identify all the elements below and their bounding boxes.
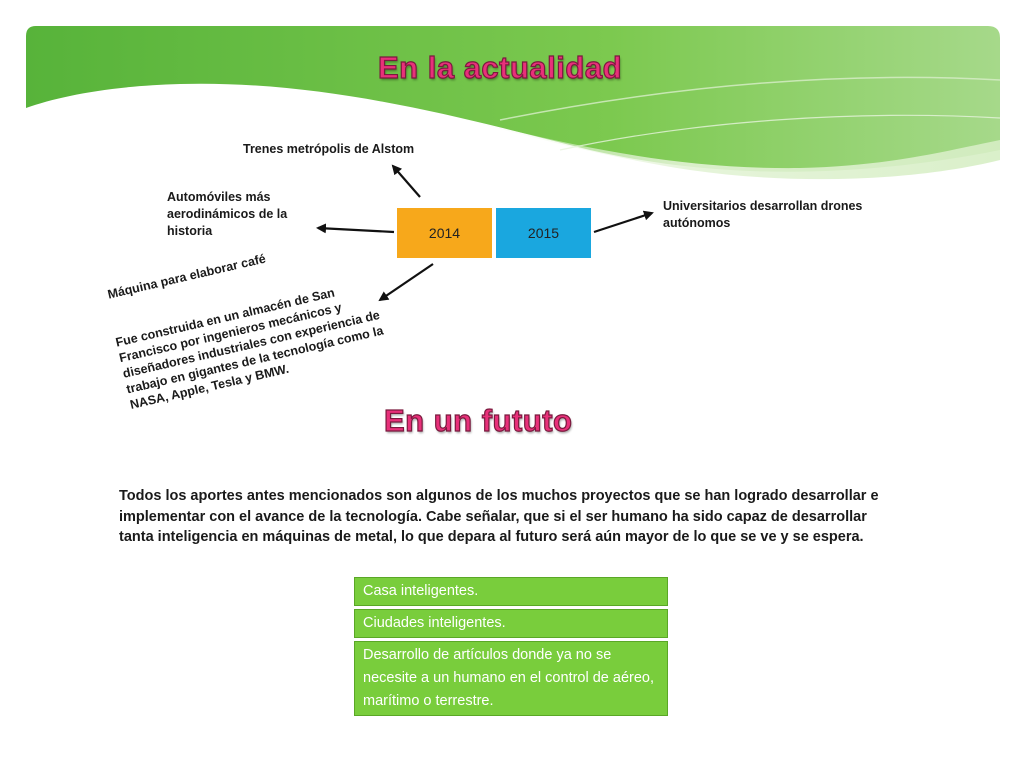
green-wave-banner (26, 26, 1001, 180)
label-coffee-description: Fue construida en un almacén de San Fran… (114, 285, 385, 412)
label-coffee-machine: Máquina para elaborar café (106, 251, 268, 302)
label-drones: Universitarios desarrollan drones autóno… (663, 199, 863, 230)
future-item: Ciudades inteligentes. (354, 609, 668, 638)
year-box-2014: 2014 (397, 208, 492, 258)
label-cars: Automóviles más aerodinámicos de la hist… (167, 190, 288, 238)
future-item: Casa inteligentes. (354, 577, 668, 606)
future-item: Desarrollo de artículos donde ya no se n… (354, 641, 668, 716)
future-list: Casa inteligentes. Ciudades inteligentes… (354, 577, 668, 719)
arrow-to-cars (316, 223, 395, 234)
section-title-present: En la actualidad (377, 49, 623, 85)
year-box-2015: 2015 (496, 208, 591, 258)
arrow-to-drones (593, 210, 654, 234)
section-title-future: En un fututo (383, 402, 573, 438)
body-paragraph: Todos los aportes antes mencionados son … (119, 488, 879, 545)
label-trains: Trenes metrópolis de Alstom (243, 142, 415, 156)
arrow-to-coffee (378, 263, 434, 302)
